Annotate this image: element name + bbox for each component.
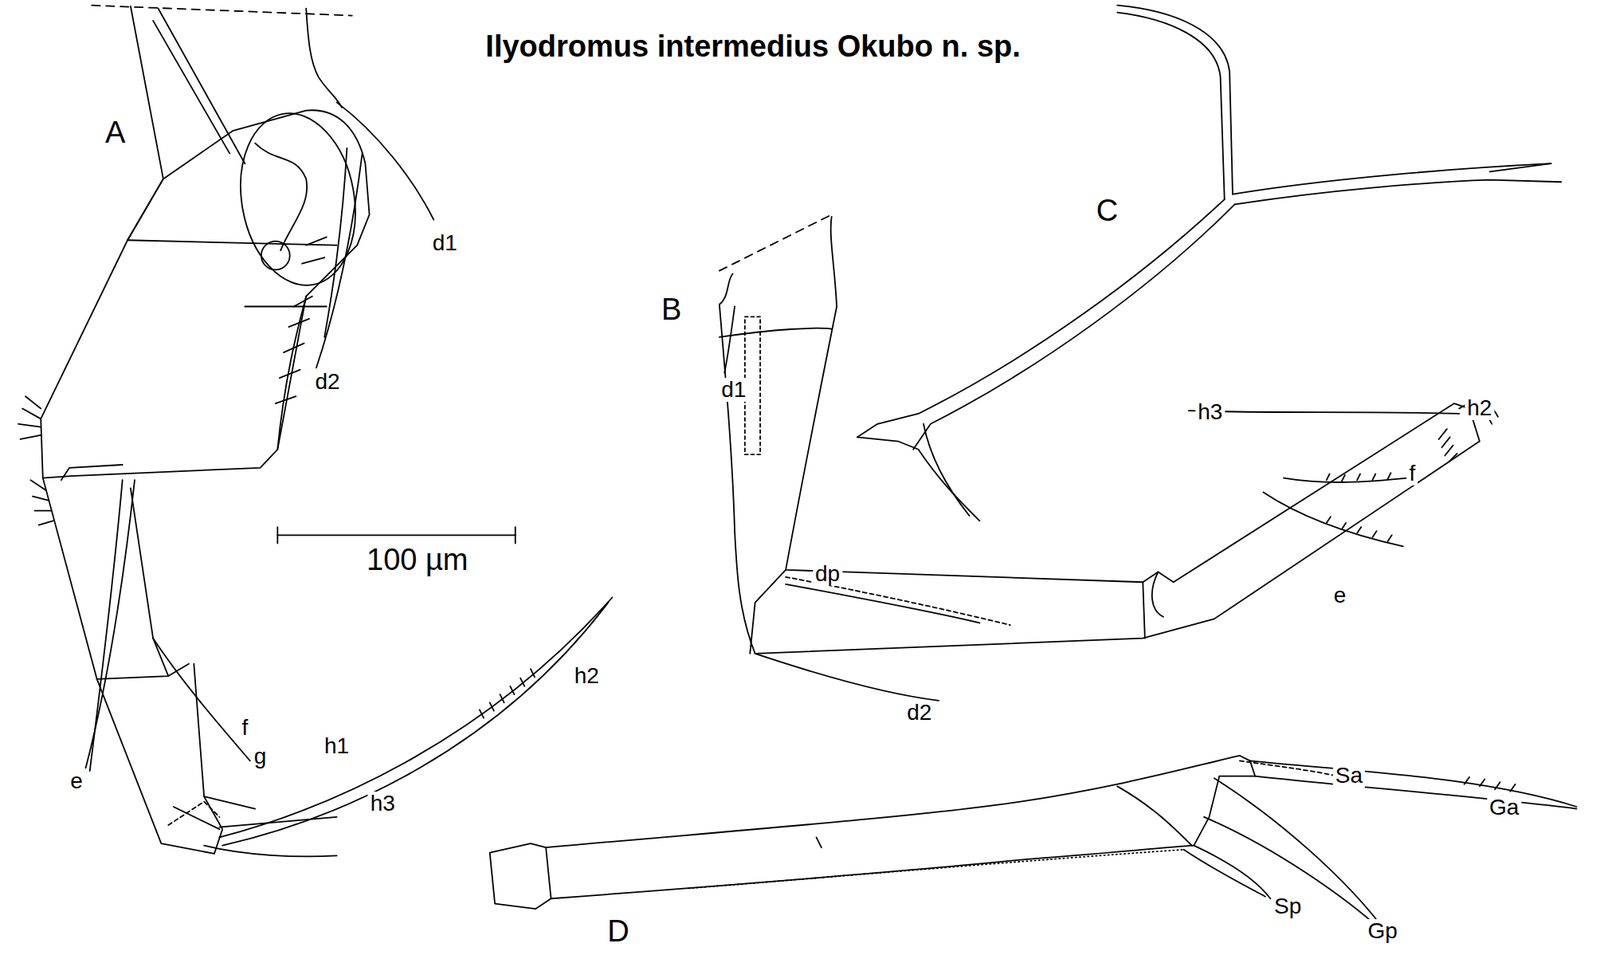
figure-label: h3 bbox=[368, 791, 398, 816]
drawing-line bbox=[1232, 163, 1552, 194]
figure-label: f bbox=[1406, 461, 1418, 486]
figure-label: Gp bbox=[1365, 918, 1400, 943]
drawing-line bbox=[86, 479, 135, 768]
drawing-line bbox=[168, 801, 220, 825]
drawing-line bbox=[688, 849, 1184, 889]
drawing-line bbox=[1188, 410, 1459, 414]
figure-label: g bbox=[251, 744, 270, 769]
drawing-line bbox=[1439, 428, 1458, 462]
drawing-line bbox=[1254, 776, 1577, 809]
drawing-line bbox=[324, 148, 347, 338]
figure-label: d2 bbox=[904, 700, 934, 725]
drawing-line bbox=[152, 638, 251, 761]
figure-label: d1 bbox=[718, 377, 749, 402]
drawing-line bbox=[545, 755, 1240, 848]
figure-label: h3 bbox=[1195, 400, 1225, 424]
drawing-line bbox=[749, 569, 786, 654]
drawing-line bbox=[923, 423, 970, 516]
drawing-line bbox=[1262, 492, 1403, 547]
drawing-line bbox=[913, 203, 1235, 449]
drawing-line bbox=[276, 526, 279, 543]
drawing-line bbox=[1239, 760, 1338, 776]
figure-d bbox=[490, 755, 1577, 934]
drawing-line bbox=[152, 20, 230, 153]
drawing-line bbox=[815, 836, 821, 848]
figure-label: A bbox=[102, 116, 128, 149]
drawing-line bbox=[719, 214, 832, 271]
drawing-line bbox=[337, 101, 435, 220]
figure-label: C bbox=[1094, 194, 1121, 227]
drawing-line bbox=[719, 216, 1480, 654]
figure-label: dp bbox=[812, 561, 843, 586]
scale-bar bbox=[277, 526, 515, 543]
drawing-line bbox=[127, 239, 338, 245]
drawing-line bbox=[30, 479, 53, 525]
drawing-line bbox=[222, 602, 608, 846]
drawing-line bbox=[514, 526, 517, 543]
drawing-line bbox=[316, 152, 363, 368]
figure-label: h2 bbox=[1464, 396, 1495, 420]
figure-label: d1 bbox=[430, 231, 460, 255]
figure-label: h1 bbox=[321, 733, 352, 758]
drawing-line bbox=[1184, 849, 1266, 897]
figure-label: B bbox=[658, 293, 684, 326]
drawing-line bbox=[1193, 755, 1255, 846]
drawing-line bbox=[203, 845, 337, 857]
figure-label: e bbox=[1331, 583, 1350, 608]
drawing-line bbox=[43, 478, 169, 679]
drawing-line bbox=[61, 464, 123, 480]
drawing-line bbox=[97, 663, 224, 854]
drawing-line bbox=[254, 143, 307, 251]
drawing-line bbox=[755, 653, 940, 701]
drawing-line bbox=[244, 305, 326, 308]
figure-label: e bbox=[67, 768, 86, 793]
drawing-line bbox=[1193, 845, 1271, 899]
drawing-line bbox=[1326, 472, 1393, 542]
drawing-line bbox=[261, 241, 291, 271]
drawing-line bbox=[719, 328, 832, 338]
drawing-line bbox=[1152, 571, 1164, 616]
drawing-line bbox=[127, 178, 164, 240]
figure-b bbox=[719, 214, 1499, 701]
drawing-line bbox=[227, 104, 369, 295]
drawing-line bbox=[90, 479, 123, 771]
drawing-line bbox=[490, 843, 552, 909]
drawing-line bbox=[130, 6, 164, 179]
drawing-line bbox=[1117, 12, 1224, 200]
scale-label: 100 µm bbox=[364, 543, 471, 576]
drawing-line bbox=[479, 668, 535, 718]
figure-label: h2 bbox=[572, 663, 602, 688]
drawing-line bbox=[1250, 760, 1577, 807]
drawing-line bbox=[1235, 163, 1562, 204]
figure-title: Ilyodromus intermedius Okubo n. sp. bbox=[485, 28, 1020, 63]
figure-label: f bbox=[239, 715, 251, 740]
drawing-line bbox=[1117, 5, 1233, 195]
drawing-line bbox=[219, 816, 337, 828]
figure-label: D bbox=[604, 914, 632, 947]
drawing-line bbox=[18, 396, 41, 440]
drawing-line bbox=[1117, 785, 1192, 845]
drawing-line bbox=[219, 596, 612, 837]
figure-label: Sp bbox=[1271, 894, 1304, 918]
drawing-line bbox=[40, 109, 369, 478]
drawing-line bbox=[157, 8, 245, 165]
figure-label: Ga bbox=[1486, 795, 1522, 820]
figure-c bbox=[857, 5, 1562, 522]
drawing-line bbox=[551, 845, 1195, 899]
drawing-line bbox=[1203, 816, 1383, 931]
drawing-line bbox=[785, 584, 980, 624]
drawing-line bbox=[1464, 776, 1516, 792]
drawing-line bbox=[1283, 478, 1408, 483]
drawing-line bbox=[724, 305, 735, 373]
figure-label: Sa bbox=[1333, 763, 1365, 788]
drawing-line bbox=[305, 8, 342, 108]
drawing-line bbox=[277, 533, 515, 536]
figure-a bbox=[18, 5, 612, 857]
drawing-line bbox=[1214, 777, 1389, 934]
drawing-line bbox=[203, 796, 255, 808]
figure-label: d2 bbox=[312, 369, 342, 394]
drawing-line bbox=[1142, 581, 1146, 638]
